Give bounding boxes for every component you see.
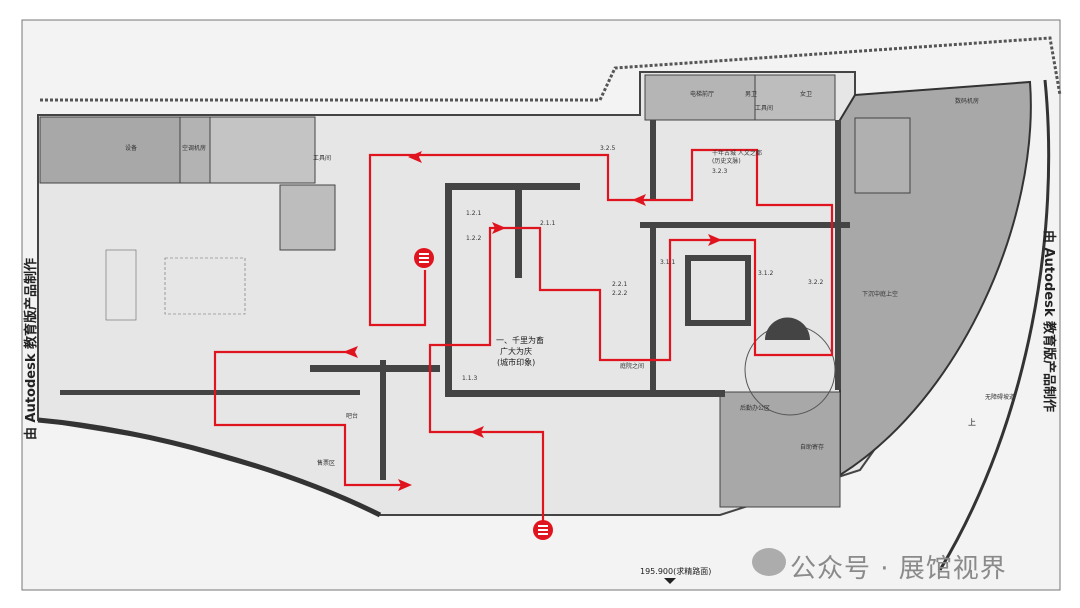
arrow-left-icon [632, 194, 646, 206]
visitor-route [213, 148, 834, 525]
watermark: 公众号 · 展馆视界 [790, 554, 1007, 584]
label-bar: 吧台 [346, 412, 358, 420]
auditorium-seats [105, 249, 246, 321]
label-equipment: 设备 [125, 144, 137, 152]
exhibit-intro-title: 一、千里为畜 [496, 335, 544, 345]
exhibit-zone-322: 3.2.2 [808, 279, 823, 286]
arrow-right-icon [492, 222, 506, 234]
exhibit-zone-122: 1.2.2 [466, 235, 481, 242]
arrow-left-icon [408, 151, 422, 163]
elevator-marker-icon [414, 248, 434, 268]
exhibit-zone-312: 3.1.2 [758, 270, 773, 277]
room-elevator-hall [644, 74, 756, 121]
label-hvac: 空调机房 [182, 144, 206, 152]
entrance-marker-icon [533, 520, 553, 540]
label-back-office: 后勤办公区 [740, 404, 770, 412]
label-up: 上 [968, 418, 976, 427]
label-womens-restroom: 女卫 [800, 90, 812, 98]
exhibit-intro-line3: (城市印象) [497, 357, 535, 367]
exhibit-zone-222: 2.2.2 [612, 290, 627, 297]
label-tool-room-right: 工具间 [755, 104, 773, 112]
interior-walls [60, 120, 850, 480]
label-elevator-hall: 电梯前厅 [690, 90, 714, 98]
label-ramp: 无障碍坡道 [985, 393, 1015, 401]
side-note-left: 由 Autodesk 教育版产品制作 [23, 258, 39, 440]
label-ticket-area: 售票区 [317, 459, 335, 467]
label-mens-restroom: 男卫 [745, 91, 757, 98]
dark-semicircle [765, 317, 810, 340]
exhibit-zone-323: 3.2.3 [712, 168, 727, 175]
exhibit-history-title: 千年古城 人文之都 [712, 149, 762, 157]
exhibit-zone-221: 2.2.1 [612, 281, 627, 288]
room-restrooms-right [754, 74, 836, 121]
side-note-right: 由 Autodesk 教育版产品制作 [1041, 230, 1057, 412]
outer-ring [938, 79, 1051, 571]
exhibit-intro-line2: 广大为庆 [500, 346, 532, 356]
room-equipment [39, 116, 181, 184]
exhibit-zone-211: 2.1.1 [540, 220, 555, 227]
exhibit-zone-325: 3.2.5 [600, 145, 615, 152]
label-storage: 自助寄存 [800, 443, 824, 451]
site-boundary [40, 36, 1062, 102]
elevation-mark: 195.900(求精路面) [640, 566, 711, 576]
room-restrooms-left [209, 116, 316, 184]
exhibit-courtyard: 庭院之间 [620, 362, 644, 370]
exhibit-history-sub: (历史文脉) [712, 157, 741, 165]
south-wall [37, 417, 382, 518]
wechat-icon [752, 548, 786, 576]
label-sunken-court: 下沉中庭上空 [862, 290, 898, 298]
exhibit-zone-311: 3.1.1 [660, 259, 675, 266]
route-arrows [343, 151, 722, 491]
room-hvac [179, 116, 211, 184]
room-stair-left [279, 184, 336, 251]
label-tool-room-left: 工具间 [313, 154, 331, 162]
elevation-triangle-icon [664, 578, 676, 584]
label-machine-room: 数码机房 [955, 97, 979, 105]
arrow-left-icon [470, 426, 484, 438]
room-back-office [719, 391, 841, 508]
arrow-right-icon [708, 234, 722, 246]
exhibit-zone-113: 1.1.3 [462, 375, 477, 382]
arrow-right-icon [398, 479, 412, 491]
room-stair-right [854, 117, 911, 194]
arrow-left-icon [343, 346, 358, 358]
exhibit-zone-121: 1.2.1 [466, 210, 481, 217]
